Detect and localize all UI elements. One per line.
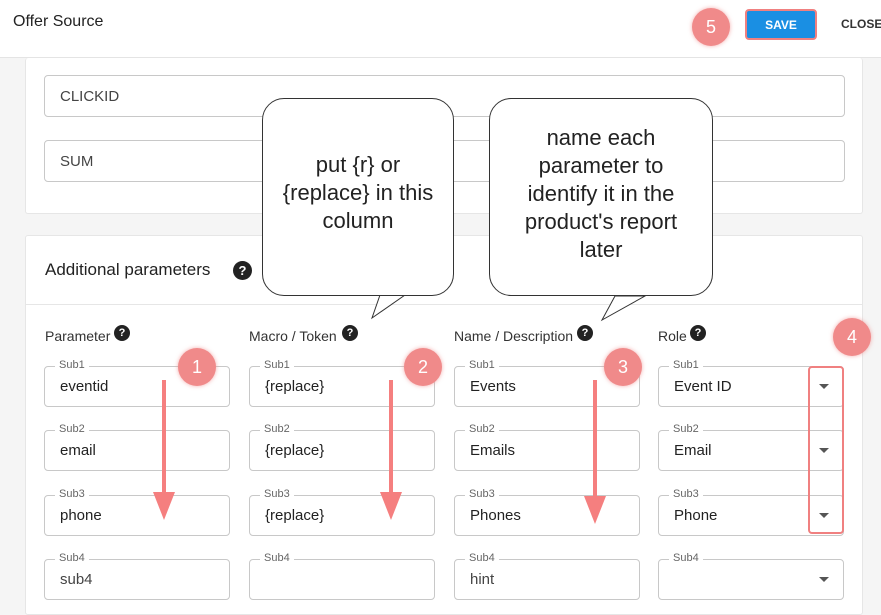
field-label: Sub1 <box>669 359 703 371</box>
field-value: {replace} <box>265 507 325 524</box>
question-circle-icon[interactable]: ? <box>233 261 252 280</box>
column-header-parameter: Parameter <box>45 328 111 344</box>
name-hint-bubble: name each parameter to identify it in th… <box>489 98 713 296</box>
question-circle-icon[interactable]: ? <box>114 325 130 341</box>
card-divider <box>26 304 862 305</box>
caret-down-icon[interactable] <box>819 384 829 389</box>
save-button[interactable]: SAVE <box>745 9 817 40</box>
role-select[interactable]: Sub4 <box>658 552 844 600</box>
step-marker-4: 4 <box>833 318 871 356</box>
bubble-text: put {r} or {replace} in this column <box>282 152 434 233</box>
field-label: Sub2 <box>260 423 294 435</box>
column-header-name: Name / Description <box>454 328 574 344</box>
field-value: email <box>60 442 96 459</box>
macro-field[interactable]: Sub4 <box>249 552 435 600</box>
step-marker-3: 3 <box>604 348 642 386</box>
parameter-field[interactable]: Sub2 email <box>44 423 230 471</box>
close-button[interactable]: CLOSE <box>841 17 881 31</box>
bubble-text: name each parameter to identify it in th… <box>524 125 678 262</box>
macro-field[interactable]: Sub1 {replace} <box>249 359 435 407</box>
caret-down-icon[interactable] <box>819 577 829 582</box>
parameter-field[interactable]: Sub1 eventid <box>44 359 230 407</box>
field-label: Sub3 <box>260 488 294 500</box>
section-title: Additional parameters <box>45 260 211 279</box>
macro-field[interactable]: Sub2 {replace} <box>249 423 435 471</box>
caret-down-icon[interactable] <box>819 448 829 453</box>
field-label: Sub2 <box>669 423 703 435</box>
field-label: Sub4 <box>669 552 703 564</box>
field-label: Sub2 <box>465 423 499 435</box>
parameter-field[interactable]: Sub4 sub4 <box>44 552 230 600</box>
caret-down-icon[interactable] <box>819 513 829 518</box>
field-value: Emails <box>470 442 516 459</box>
field-label: Sub3 <box>465 488 499 500</box>
field-value: Event ID <box>674 378 732 395</box>
top-bar: Offer Source SAVE CLOSE <box>0 0 881 58</box>
role-dropdown-highlight <box>808 366 844 534</box>
field-label: Sub3 <box>669 488 703 500</box>
field-value: phone <box>60 507 102 524</box>
field-label: Sub4 <box>55 552 89 564</box>
field-value: Email <box>674 442 712 459</box>
page-title: Offer Source <box>13 13 104 30</box>
field-value: eventid <box>60 378 109 395</box>
macro-field[interactable]: Sub3 {replace} <box>249 488 435 536</box>
field-label: Sub3 <box>55 488 89 500</box>
macro-hint-bubble: put {r} or {replace} in this column <box>262 98 454 296</box>
step-marker-5: 5 <box>692 8 730 46</box>
field-label: Sub1 <box>55 359 89 371</box>
question-circle-icon[interactable]: ? <box>577 325 593 341</box>
field-label: Sub1 <box>260 359 294 371</box>
question-circle-icon[interactable]: ? <box>342 325 358 341</box>
step-marker-1: 1 <box>178 348 216 386</box>
field-value: Phone <box>674 507 718 524</box>
step-marker-2: 2 <box>404 348 442 386</box>
field-label: Sub4 <box>465 552 499 564</box>
field-label: Sub2 <box>55 423 89 435</box>
field-value: Events <box>470 378 516 395</box>
column-header-role: Role <box>658 328 687 344</box>
field-value: Phones <box>470 507 521 524</box>
column-header-macro: Macro / Token <box>249 328 337 344</box>
parameter-field[interactable]: Sub3 phone <box>44 488 230 536</box>
question-circle-icon[interactable]: ? <box>690 325 706 341</box>
field-value: sub4 <box>60 571 93 588</box>
field-value: {replace} <box>265 378 325 395</box>
field-value: hint <box>470 571 495 588</box>
field-label: Sub1 <box>465 359 499 371</box>
name-field[interactable]: Sub4 hint <box>454 552 640 600</box>
field-label: Sub4 <box>260 552 294 564</box>
field-value: {replace} <box>265 442 325 459</box>
